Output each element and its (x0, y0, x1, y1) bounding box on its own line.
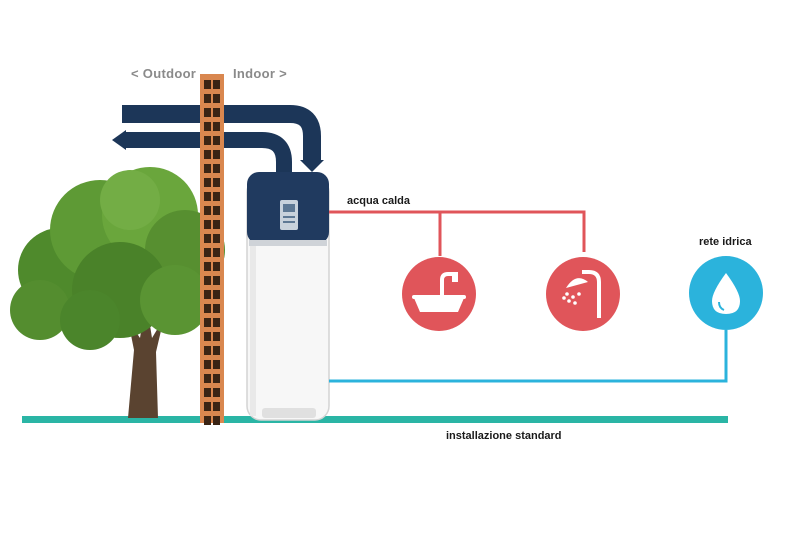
brick-hole (204, 360, 211, 369)
brick-hole (213, 346, 220, 355)
shower-icon (546, 257, 620, 331)
brick-hole (204, 108, 211, 117)
brick-hole (213, 290, 220, 299)
brick-hole (204, 388, 211, 397)
sink-faucet-icon (402, 257, 476, 331)
brick-hole (204, 164, 211, 173)
brick-hole (213, 122, 220, 131)
brick-hole (204, 206, 211, 215)
indoor-label: Indoor > (233, 66, 288, 81)
brick-hole (213, 360, 220, 369)
brick-hole (213, 150, 220, 159)
brick-hole (204, 150, 211, 159)
brick-hole (213, 94, 220, 103)
brick-hole (204, 122, 211, 131)
brick-hole (213, 262, 220, 271)
brick-hole (213, 164, 220, 173)
brick-hole (213, 388, 220, 397)
brick-hole (204, 220, 211, 229)
brick-hole (204, 80, 211, 89)
brick-hole (213, 248, 220, 257)
tree-icon (10, 167, 225, 418)
water-drop-icon (689, 256, 763, 330)
brick-hole (204, 94, 211, 103)
floor-line (22, 416, 728, 423)
brick-hole (204, 136, 211, 145)
brick-hole (213, 136, 220, 145)
brick-hole (213, 304, 220, 313)
brick-hole (204, 346, 211, 355)
brick-hole (204, 276, 211, 285)
air-ducts (112, 105, 324, 178)
brick-hole (204, 290, 211, 299)
outdoor-label: < Outdoor (131, 66, 197, 81)
brick-hole (213, 234, 220, 243)
brick-hole (204, 178, 211, 187)
brick-hole (213, 192, 220, 201)
hot-water-label: acqua calda (347, 195, 410, 207)
brick-hole (213, 276, 220, 285)
water-mains-label: rete idrica (699, 236, 752, 248)
brick-hole (213, 220, 220, 229)
brick-hole (204, 234, 211, 243)
brick-hole (204, 416, 211, 425)
brick-wall-icon (200, 74, 224, 425)
brick-hole (213, 416, 220, 425)
brick-hole (204, 332, 211, 341)
brick-hole (204, 262, 211, 271)
brick-hole (213, 402, 220, 411)
brick-hole (204, 248, 211, 257)
brick-hole (204, 304, 211, 313)
brick-hole (204, 192, 211, 201)
brick-hole (213, 374, 220, 383)
brick-hole (213, 108, 220, 117)
hot-water-pipe (329, 210, 586, 256)
brick-hole (204, 374, 211, 383)
brick-hole (204, 318, 211, 327)
brick-hole (213, 206, 220, 215)
installation-label: installazione standard (446, 430, 562, 442)
cold-water-pipe (329, 330, 728, 383)
brick-hole (213, 178, 220, 187)
brick-hole (213, 332, 220, 341)
brick-hole (204, 402, 211, 411)
heat-pump-tank-icon (246, 172, 330, 421)
brick-hole (213, 318, 220, 327)
brick-hole (213, 80, 220, 89)
